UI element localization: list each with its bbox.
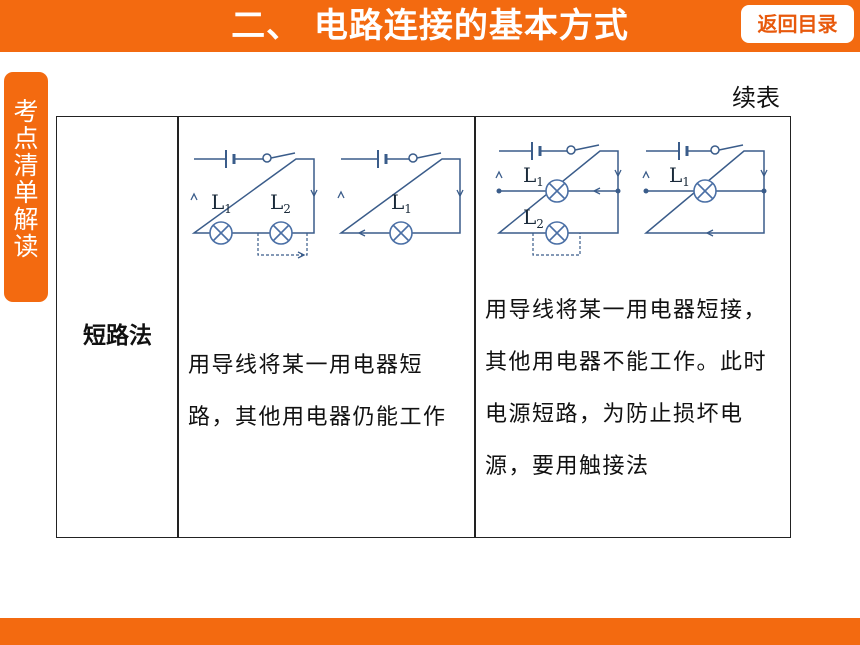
side-tab[interactable] bbox=[4, 72, 48, 302]
cell2-description: 用导线将某一用电器短接，其他用电器不能工作。此时电源短路，为防止损坏电源，要用触… bbox=[485, 298, 768, 479]
continued-label: 续表 bbox=[732, 84, 780, 112]
method-label: 短路法 bbox=[83, 323, 152, 349]
back-to-contents-button[interactable]: 返回目录 bbox=[741, 5, 854, 43]
table-divider bbox=[177, 116, 179, 538]
side-tab-label: 考点清单解读 bbox=[13, 97, 39, 261]
cell1-description: 用导线将某一用电器短路，其他用电器仍能工作 bbox=[188, 353, 447, 430]
header-bar bbox=[0, 0, 860, 52]
content-table bbox=[56, 116, 791, 538]
page-title: 二、 电路连接的基本方式 bbox=[231, 6, 629, 46]
footer-bar bbox=[0, 618, 860, 645]
table-divider bbox=[474, 116, 476, 538]
